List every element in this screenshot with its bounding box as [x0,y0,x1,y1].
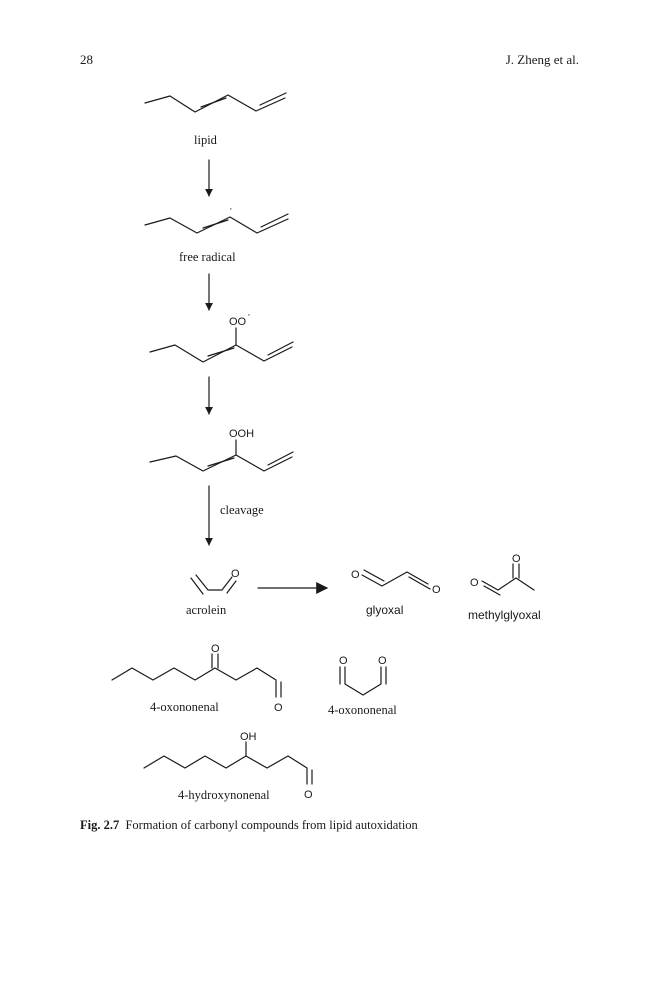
hydroxynonenal-structure [143,741,313,785]
radical-dot: · [229,203,233,215]
reaction-scheme-figure: lipid · free radical OO · OOH cleavage O… [111,92,541,802]
label-glyoxal: glyoxal [366,603,403,617]
page-number: 28 [80,52,93,67]
label-4-hydroxynonenal: 4-hydroxynonenal [178,788,270,802]
figure-caption: Fig. 2.7 Formation of carbonyl compounds… [80,818,418,833]
running-header-authors: J. Zheng et al. [505,52,579,67]
label-4-oxononenal: 4-oxononenal [150,700,219,714]
label-lipid: lipid [194,133,218,147]
hydroxyl-group: OH [240,731,257,743]
glyoxal-structure [361,569,431,590]
label-free-radical: free radical [179,250,236,264]
oxygen-atom: O [470,577,479,589]
oxygen-atom: O [339,655,348,667]
oxygen-atom: O [304,789,313,801]
figure-number: Fig. 2.7 [80,818,120,832]
label-cleavage: cleavage [220,503,264,517]
label-methylglyoxal: methylglyoxal [468,608,541,622]
oxononenal-long-structure [111,653,282,698]
oxygen-atom: O [432,584,441,596]
methylglyoxal-structure [481,563,535,596]
oxononenal-short-structure [339,666,387,696]
oxygen-atom: O [274,702,283,714]
peroxyl-group: OO [229,316,247,328]
oxygen-atom: O [378,655,387,667]
hydroperoxide-structure [149,439,294,472]
label-acrolein: acrolein [186,603,227,617]
oxygen-atom: O [351,569,360,581]
hydroperoxide-group: OOH [229,428,254,440]
lipid-structure [144,92,287,113]
caption-text: Formation of carbonyl compounds from lip… [125,818,418,832]
radical-dot: · [247,309,251,321]
free-radical-structure [144,213,289,234]
oxygen-atom: O [211,643,220,655]
peroxyl-radical-structure [149,327,294,363]
acrolein-structure [190,574,237,595]
oxygen-atom: O [231,568,240,580]
label-4-oxononenal: 4-oxononenal [328,703,397,717]
oxygen-atom: O [512,553,521,565]
